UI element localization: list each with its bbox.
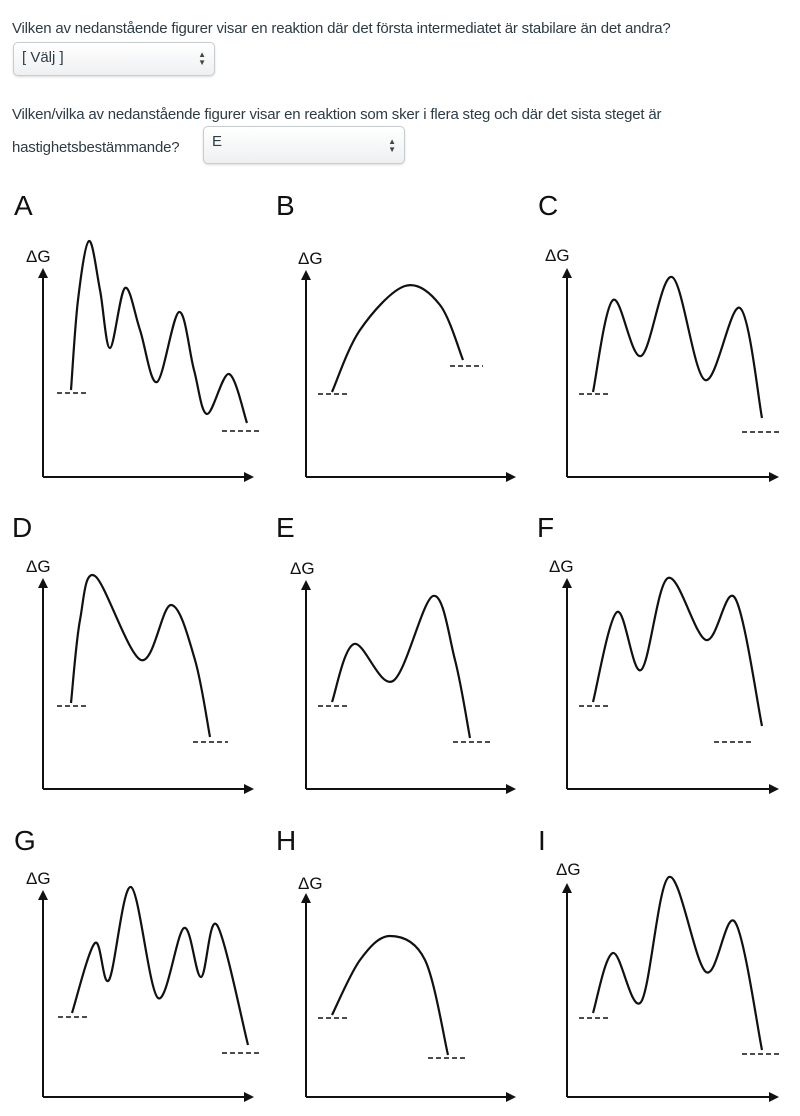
energy-curve [591, 875, 764, 1051]
energy-curve [331, 934, 450, 1056]
question-2-selected: E [212, 133, 223, 150]
figure-g: G ΔG [14, 825, 262, 1102]
energy-curve [330, 594, 472, 739]
figure-label: E [276, 512, 295, 543]
delta-g-axis-label: ΔG [545, 246, 570, 265]
figure-e: E ΔG [276, 512, 516, 794]
delta-g-axis-label: ΔG [556, 860, 581, 879]
figure-f: F ΔG [537, 512, 779, 794]
question-1-selected: [ Välj ] [22, 49, 64, 66]
energy-curve [330, 284, 465, 393]
energy-curve [69, 574, 212, 738]
figure-label: G [14, 825, 36, 856]
question-1-select[interactable]: [ Välj ] ▲▼ [13, 42, 215, 76]
energy-curve [69, 239, 249, 424]
question-2-select[interactable]: E ▲▼ [203, 126, 405, 164]
delta-g-axis-label: ΔG [290, 559, 315, 578]
figure-b: B ΔG [276, 190, 516, 482]
figure-label: C [538, 190, 558, 221]
delta-g-axis-label: ΔG [298, 874, 323, 893]
energy-curve [591, 275, 764, 419]
energy-curve [591, 576, 764, 727]
delta-g-axis-label: ΔG [549, 557, 574, 576]
figure-a: A ΔG [14, 190, 260, 482]
select-arrows-icon: ▲▼ [388, 137, 396, 154]
delta-g-axis-label: ΔG [26, 247, 51, 266]
select-arrows-icon: ▲▼ [198, 50, 206, 67]
question-2-text-cont: hastighetsbestämmande? [12, 139, 180, 156]
energy-curve [70, 885, 250, 1046]
figure-h: HΔG [276, 825, 516, 1102]
figure-label: H [276, 825, 296, 856]
delta-g-axis-label: ΔG [26, 869, 51, 888]
figure-d: D ΔG [12, 512, 254, 794]
figure-label: D [12, 512, 32, 543]
figure-label: A [14, 190, 33, 221]
delta-g-axis-label: ΔG [298, 249, 323, 268]
figure-i: I ΔG [538, 825, 780, 1102]
figure-c: C ΔG [538, 190, 780, 482]
delta-g-axis-label: ΔG [26, 557, 51, 576]
figure-label: I [538, 825, 546, 856]
figure-label: B [276, 190, 295, 221]
question-1-text: Vilken av nedanstående figurer visar en … [12, 20, 671, 37]
question-2-text: Vilken/vilka av nedanstående figurer vis… [12, 106, 662, 123]
figure-label: F [537, 512, 554, 543]
